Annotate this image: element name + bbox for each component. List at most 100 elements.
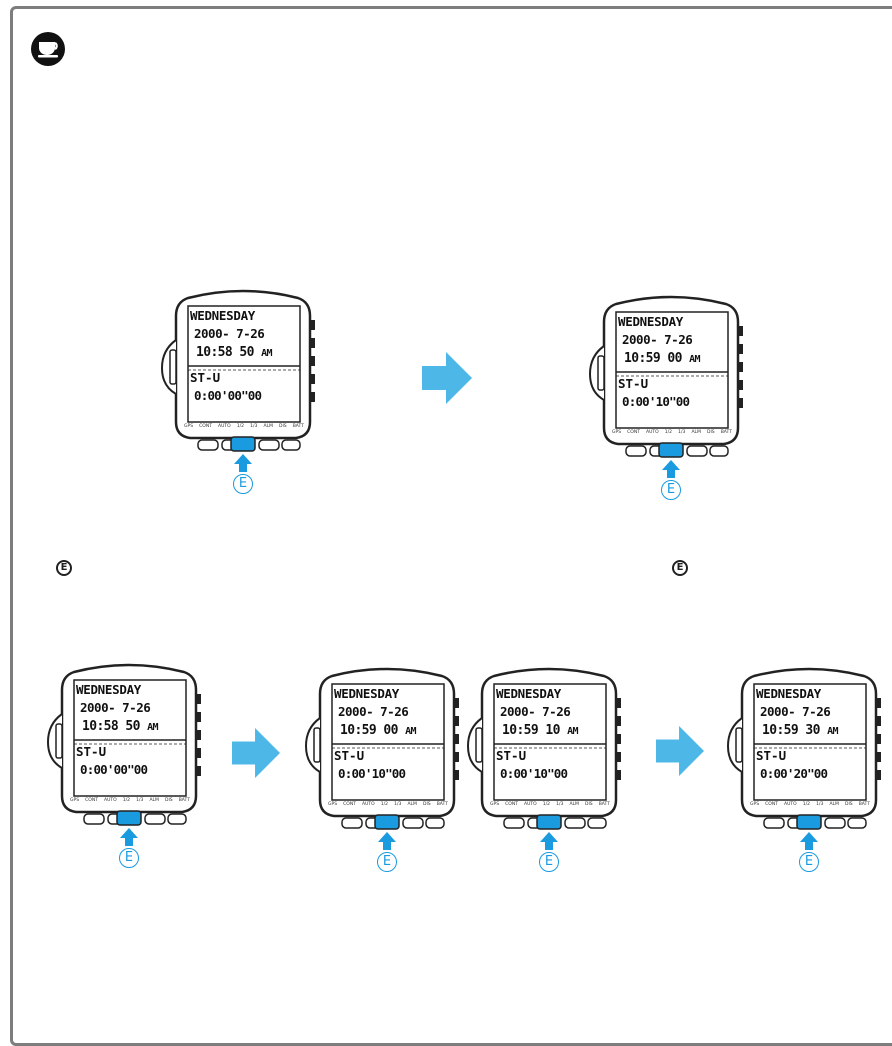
button-label: GPS	[328, 802, 338, 807]
watch-body	[588, 295, 743, 478]
lcd-time: 10:59 10 AM	[502, 723, 578, 738]
lcd-mode: ST-U	[76, 744, 107, 759]
e-button[interactable]	[536, 814, 562, 830]
lcd-day: WEDNESDAY	[76, 682, 142, 697]
button-label: CONT	[505, 802, 518, 807]
watch-body	[46, 663, 201, 846]
button-label: CONT	[765, 802, 778, 807]
figure-frame	[10, 6, 892, 1046]
lcd-date: 2000- 7-26	[80, 700, 151, 715]
button-label: DIS	[278, 424, 287, 429]
button-label: 1/3	[556, 802, 564, 807]
watch-display: WEDNESDAY 2000- 7-26 10:59 00 AM ST-U 0:…	[304, 667, 462, 872]
button-label: ALM	[263, 424, 273, 429]
press-arrow-icon	[120, 828, 138, 846]
button-label: 1/3	[250, 424, 258, 429]
watch-display: WEDNESDAY 2000- 7-26 10:59 10 AM ST-U 0:…	[466, 667, 624, 872]
button-label: 1/2	[122, 798, 131, 803]
lcd-mode: ST-U	[496, 748, 527, 763]
lcd-time: 10:58 50 AM	[196, 345, 272, 360]
button-label: DIS	[422, 802, 431, 807]
watch-body	[726, 667, 881, 850]
button-label: GPS	[750, 802, 760, 807]
e-button[interactable]	[796, 814, 822, 830]
button-label: BATT	[436, 802, 448, 807]
button-label: CONT	[627, 430, 640, 435]
e-button-label: E	[661, 480, 681, 500]
button-label: AUTO	[524, 802, 537, 807]
press-arrow-icon	[378, 832, 396, 850]
lcd-date: 2000- 7-26	[622, 332, 693, 347]
lcd-day: WEDNESDAY	[334, 686, 400, 701]
button-label: ALM	[149, 798, 159, 803]
lcd-stopwatch: 0:00'10"00	[338, 766, 406, 781]
watch-display: WEDNESDAY 2000- 7-26 10:59 00 AM ST-U 0:…	[588, 295, 746, 500]
e-button-label: E	[119, 848, 139, 868]
lcd-day: WEDNESDAY	[756, 686, 822, 701]
e-button-note-marker: E	[672, 560, 688, 576]
lcd-stopwatch: 0:00'00"00	[194, 388, 262, 403]
button-label: 1/2	[380, 802, 389, 807]
button-label: GPS	[70, 798, 80, 803]
lcd-date: 2000- 7-26	[194, 326, 265, 341]
lcd-stopwatch: 0:00'10"00	[622, 394, 690, 409]
e-button[interactable]	[230, 436, 256, 452]
press-arrow-icon	[234, 454, 252, 472]
lcd-time: 10:59 00 AM	[624, 351, 700, 366]
button-label: BATT	[858, 802, 870, 807]
watch-display: WEDNESDAY 2000- 7-26 10:58 50 AM ST-U 0:…	[160, 289, 318, 494]
button-label: GPS	[490, 802, 500, 807]
next-step-arrow	[422, 352, 472, 404]
lcd-mode: ST-U	[618, 376, 649, 391]
button-label: 1/2	[802, 802, 811, 807]
button-label: ALM	[691, 430, 701, 435]
e-button-label: E	[799, 852, 819, 872]
button-label: AUTO	[362, 802, 375, 807]
lcd-screen: WEDNESDAY 2000- 7-26 10:59 10 AM ST-U 0:…	[496, 686, 606, 798]
button-label: 1/3	[678, 430, 686, 435]
lcd-date: 2000- 7-26	[760, 704, 831, 719]
lcd-screen: WEDNESDAY 2000- 7-26 10:58 50 AM ST-U 0:…	[76, 682, 186, 794]
lcd-screen: WEDNESDAY 2000- 7-26 10:59 00 AM ST-U 0:…	[618, 314, 728, 426]
lcd-time: 10:58 50 AM	[82, 719, 158, 734]
button-label: CONT	[85, 798, 98, 803]
watch-body	[466, 667, 621, 850]
e-button-label: E	[233, 474, 253, 494]
e-button-label: E	[377, 852, 397, 872]
lcd-day: WEDNESDAY	[496, 686, 562, 701]
e-button-label: E	[539, 852, 559, 872]
e-button[interactable]	[658, 442, 684, 458]
lcd-mode: ST-U	[334, 748, 365, 763]
lcd-stopwatch: 0:00'10"00	[500, 766, 568, 781]
watch-body	[304, 667, 459, 850]
lcd-mode: ST-U	[190, 370, 221, 385]
button-label: AUTO	[218, 424, 231, 429]
button-label: BATT	[178, 798, 190, 803]
button-label: ALM	[829, 802, 839, 807]
button-label: 1/2	[664, 430, 673, 435]
button-label: DIS	[164, 798, 173, 803]
lcd-time: 10:59 30 AM	[762, 723, 838, 738]
button-label: 1/2	[236, 424, 245, 429]
button-label: BATT	[598, 802, 610, 807]
press-arrow-icon	[540, 832, 558, 850]
lcd-stopwatch: 0:00'00"00	[80, 762, 148, 777]
button-label: DIS	[584, 802, 593, 807]
button-label: DIS	[844, 802, 853, 807]
button-label: AUTO	[784, 802, 797, 807]
watch-body	[160, 289, 315, 472]
e-button[interactable]	[374, 814, 400, 830]
button-label: AUTO	[646, 430, 659, 435]
lcd-screen: WEDNESDAY 2000- 7-26 10:59 30 AM ST-U 0:…	[756, 686, 866, 798]
button-label: 1/2	[542, 802, 551, 807]
next-step-arrow	[232, 728, 280, 778]
button-label: BATT	[292, 424, 304, 429]
button-label: 1/3	[816, 802, 824, 807]
press-arrow-icon	[800, 832, 818, 850]
lcd-day: WEDNESDAY	[618, 314, 684, 329]
e-button[interactable]	[116, 810, 142, 826]
watch-display: WEDNESDAY 2000- 7-26 10:58 50 AM ST-U 0:…	[46, 663, 204, 868]
